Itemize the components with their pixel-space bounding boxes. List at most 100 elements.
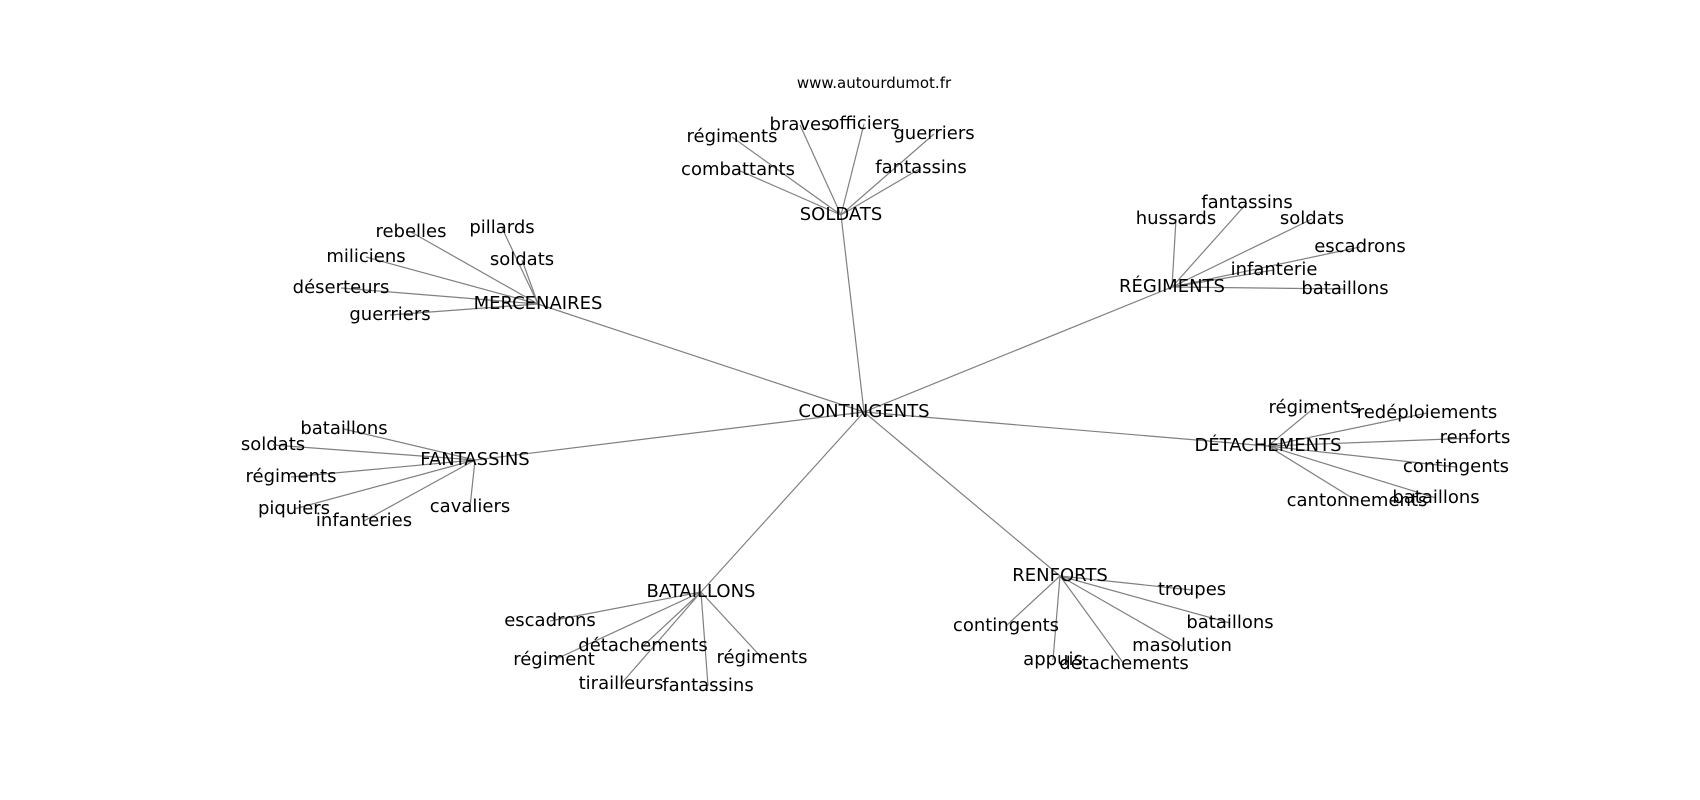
edge-h_bataillons-l_b1 <box>549 591 702 622</box>
leaf-node-label: cavaliers <box>429 496 511 517</box>
leaf-node-label: hussards <box>1135 208 1217 229</box>
leaf-node-label: guerriers <box>893 123 975 144</box>
edge-h_bataillons-l_b4 <box>700 591 763 659</box>
edge-h_regiments-l_r5 <box>1171 269 1275 288</box>
edge-h_mercenaires-l_m6 <box>389 303 539 316</box>
hub-node-label: FANTASSINS <box>420 449 530 470</box>
source-url[interactable]: www.autourdumot.fr <box>796 74 952 92</box>
edge-h_detachements-l_d3 <box>1267 437 1476 447</box>
leaf-node-label: piquiers <box>257 498 331 519</box>
hub-node-label: SOLDATS <box>799 204 883 225</box>
leaf-node-label: combattants <box>681 159 795 180</box>
edge-h_regiments-l_r6 <box>1171 286 1346 290</box>
edge-h_fantassins-l_f6 <box>469 459 476 508</box>
hub-node-label: RÉGIMENTS <box>1119 276 1225 297</box>
edge-h_soldats-l_s3 <box>840 123 865 216</box>
leaf-node-label: bataillons <box>1392 487 1480 508</box>
edge-h_soldats-l_s2 <box>799 124 842 216</box>
leaf-node-label: soldats <box>240 434 306 455</box>
edge-h_detachements-l_d2 <box>1267 412 1428 447</box>
edge-h_renforts-l_n5 <box>1052 575 1061 661</box>
hub-node-label: MERCENAIRES <box>473 293 603 314</box>
leaf-node-label: braves <box>769 114 831 135</box>
leaf-node-label: fantassins <box>875 157 967 178</box>
edge-h_regiments-l_r2 <box>1171 218 1177 288</box>
leaf-node-label: escadrons <box>1314 236 1406 257</box>
leaf-node-label: bataillons <box>1301 278 1389 299</box>
edge-h_soldats-l_s1 <box>731 136 842 216</box>
edge-h_renforts-l_n6 <box>1059 575 1125 665</box>
leaf-node-label: cantonnements <box>1286 490 1428 511</box>
leaf-node-label: soldats <box>489 249 555 270</box>
hub-node-label: BATAILLONS <box>646 581 756 602</box>
edge-h_fantassins-l_f4 <box>293 459 476 510</box>
leaf-node-label: pillards <box>469 217 535 238</box>
edge-h_detachements-l_d4 <box>1267 445 1457 468</box>
leaf-node-label: bataillons <box>300 418 388 439</box>
edge-h_regiments-l_r3 <box>1171 218 1313 288</box>
leaf-node-label: guerriers <box>349 304 431 325</box>
edge-h_soldats-l_s5 <box>737 169 842 216</box>
leaf-node-label: miliciens <box>326 246 406 267</box>
edge-h_renforts-l_n2 <box>1005 575 1061 627</box>
edge-center-h_fantassins <box>474 411 865 461</box>
edge-h_renforts-l_n4 <box>1059 575 1183 647</box>
leaf-node-label: redéploiements <box>1356 402 1498 423</box>
leaf-node-label: infanterie <box>1230 259 1318 280</box>
leaf-node-label: contingents <box>1402 456 1510 477</box>
edge-h_fantassins-l_f3 <box>290 459 476 478</box>
hub-node-label: RENFORTS <box>1012 565 1108 586</box>
edge-center-h_soldats <box>840 214 865 413</box>
edge-h_renforts-l_n1 <box>1059 575 1193 591</box>
leaf-node-label: fantassins <box>662 675 754 696</box>
leaf-node-label: masolution <box>1132 635 1232 656</box>
center-node-label: CONTINGENTS <box>798 401 930 422</box>
edge-h_soldats-l_s4 <box>840 133 935 216</box>
leaf-node-label: troupes <box>1157 579 1227 600</box>
leaf-node-label: bataillons <box>1186 612 1274 633</box>
leaf-node-label: déserteurs <box>292 277 390 298</box>
edge-h_fantassins-l_f2 <box>272 444 476 461</box>
leaf-node-label: renforts <box>1439 427 1511 448</box>
hub-node-label: DÉTACHEMENTS <box>1194 435 1342 456</box>
edge-h_regiments-l_r1 <box>1171 202 1248 288</box>
edge-center-h_bataillons <box>700 411 865 593</box>
leaf-node-label: fantassins <box>1201 192 1293 213</box>
edge-h_mercenaires-l_m3 <box>365 256 539 305</box>
edge-h_mercenaires-l_m5 <box>340 287 539 305</box>
edge-h_fantassins-l_f1 <box>343 428 476 461</box>
edge-center-h_detachements <box>863 411 1269 447</box>
edge-h_bataillons-l_b2 <box>642 591 702 647</box>
edge-center-h_mercenaires <box>537 303 865 413</box>
leaf-node-label: régiment <box>513 649 595 670</box>
edge-h_renforts-l_n3 <box>1059 575 1231 624</box>
leaf-node-label: détachements <box>578 635 708 656</box>
edge-h_mercenaires-l_m2 <box>501 227 539 305</box>
edge-h_soldats-l_s6 <box>840 167 922 216</box>
leaf-node-label: régiments <box>1268 397 1360 418</box>
edge-h_bataillons-l_b5 <box>620 591 702 685</box>
leaf-node-label: régiments <box>716 647 808 668</box>
leaf-node-label: rebelles <box>375 221 447 242</box>
edge-h_bataillons-l_b6 <box>700 591 709 687</box>
edge-center-h_renforts <box>863 411 1061 577</box>
edge-h_detachements-l_d6 <box>1267 445 1437 499</box>
edge-h_bataillons-l_b3 <box>553 591 702 661</box>
leaf-node-label: appuis <box>1023 649 1083 670</box>
leaf-node-label: infanteries <box>315 510 413 531</box>
edge-h_fantassins-l_f5 <box>363 459 476 522</box>
leaf-node-label: régiments <box>245 466 337 487</box>
edge-h_regiments-l_r4 <box>1171 246 1361 288</box>
leaf-node-label: détachements <box>1059 653 1189 674</box>
edge-h_detachements-l_d1 <box>1267 407 1315 447</box>
leaf-node-label: régiments <box>686 126 778 147</box>
leaf-node-label: tirailleurs <box>578 673 664 694</box>
leaf-node-label: officiers <box>828 113 900 134</box>
leaf-node-label: soldats <box>1279 208 1345 229</box>
edge-h_detachements-l_d5 <box>1267 445 1358 502</box>
edge-center-h_regiments <box>863 286 1173 413</box>
edge-h_mercenaires-l_m1 <box>410 231 539 305</box>
leaf-node-label: contingents <box>952 615 1060 636</box>
